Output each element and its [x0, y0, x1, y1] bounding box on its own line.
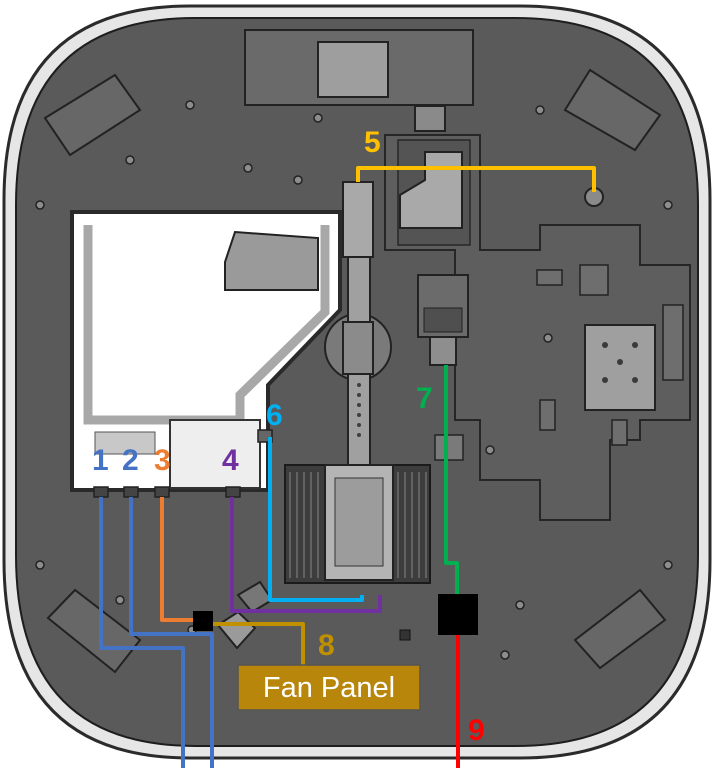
screws [35, 100, 673, 660]
cable-6 [268, 437, 364, 602]
slot-b [579, 264, 609, 296]
cable-label-8: 8 [318, 629, 335, 662]
heatsink-fins [289, 472, 427, 578]
fan-panel-label: Fan Panel [263, 672, 395, 704]
mast-top [342, 181, 374, 258]
cable-7 [444, 365, 459, 600]
electronics-window [224, 230, 319, 291]
slot-f [434, 434, 464, 461]
corner-feet [43, 68, 667, 674]
bracket-lower-left [216, 610, 257, 650]
cable-5 [356, 166, 596, 192]
label-plate [94, 431, 156, 455]
junction-block-small [193, 611, 213, 631]
slot-e [611, 419, 628, 446]
cable-label-1: 1 [92, 444, 109, 477]
cable-label-3: 3 [154, 444, 171, 477]
slot-d [539, 399, 556, 431]
top-bracket [244, 29, 474, 132]
box-connectors [93, 486, 241, 498]
cable-4 [230, 497, 382, 613]
cable-2 [129, 497, 214, 768]
cable-gland [429, 336, 457, 366]
mount-bolts [602, 342, 638, 383]
connector-block [169, 419, 261, 489]
small-square [399, 629, 411, 641]
cable-3 [160, 497, 195, 622]
cable-label-4: 4 [222, 444, 239, 477]
cable-label-6: 6 [266, 399, 283, 432]
cable-label-2: 2 [122, 444, 139, 477]
gland-label [423, 307, 463, 333]
mast-plate [342, 321, 374, 375]
plate-cutout-top [399, 151, 463, 229]
cable-1 [99, 497, 185, 768]
mount-square [584, 324, 656, 411]
slot-c [662, 304, 684, 381]
slot-a [536, 269, 563, 286]
junction-block-large [438, 594, 478, 635]
cable-label-7: 7 [416, 382, 433, 415]
cable-8 [212, 622, 305, 668]
fan-panel [237, 664, 421, 711]
mast-chain [357, 383, 361, 437]
cable-label-5: 5 [364, 126, 381, 159]
module-core-inner [334, 477, 384, 567]
cable-label-9: 9 [468, 714, 485, 747]
electronics-box-rail [83, 225, 330, 425]
